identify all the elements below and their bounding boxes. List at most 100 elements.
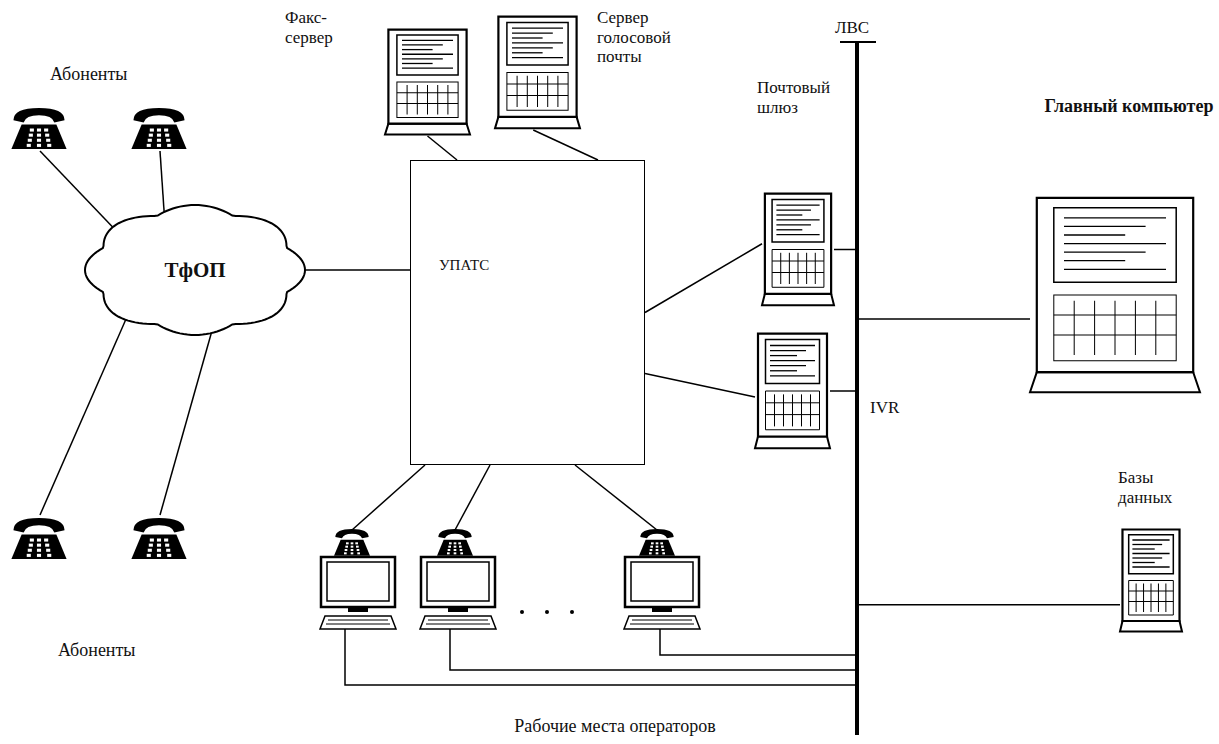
panel-line [776,209,811,210]
slot-line [1136,584,1137,613]
slot-line [1151,584,1152,613]
slot-line [427,85,428,114]
pbx-box: УПАТС [410,160,645,465]
tower-slots [772,250,824,288]
phone-icon [131,518,186,559]
panel-line [1064,217,1166,218]
caption-label: Рабочие места операторов [440,716,790,737]
slot-line [1074,301,1075,355]
server-tower [1030,195,1200,395]
ellipsis-dot [520,610,524,614]
panel-line [770,375,815,376]
slot-line [557,76,558,107]
node-heading: Сервер голосовой почты [597,8,697,67]
connector [859,318,1030,320]
slot-line [806,253,807,284]
wire [455,465,490,530]
phone-icon [11,108,66,149]
connector [305,269,410,271]
panel-line [770,370,797,371]
tower-slots [766,391,820,430]
caption-label: Абоненты [58,640,188,661]
monitor-icon [420,557,496,629]
panel-line [1064,269,1166,270]
ellipsis-dot [570,610,574,614]
connector [428,136,458,160]
panel-line [1132,557,1162,558]
tower-slots [1129,581,1174,616]
slot-line [1129,601,1174,602]
slot-line [766,402,820,403]
connector [859,604,1120,606]
tower-base [385,124,470,135]
panel-line [512,52,543,53]
phone-icon [11,518,66,559]
phone-icon [437,529,473,556]
panel-line [1064,251,1146,252]
phone-icon [639,529,675,556]
slot-line [783,394,784,426]
wire [352,465,425,530]
panel-line [776,219,819,220]
slot-line [1135,301,1136,355]
slot-line [517,76,518,107]
panel-line [770,365,806,366]
slot-line [1165,584,1166,613]
wire [345,629,857,685]
panel-line [1064,243,1166,244]
monitor-icon [624,557,700,629]
phone-icon [334,529,370,556]
panel-line [770,360,815,361]
panel-line [770,350,806,351]
tower-base [755,437,830,449]
slot-line [407,85,408,114]
tower-panel [1129,535,1174,574]
slot-line [772,261,824,262]
panel-line [402,49,433,50]
slot-line [397,92,458,93]
tower-slots [1054,295,1176,361]
slot-line [1115,301,1116,355]
panel-line [1132,539,1169,540]
server-tower [385,28,470,136]
panel-line [1064,234,1125,235]
tower-panel [507,22,568,65]
wire [450,629,857,670]
tower-panel [766,340,820,384]
slot-line [537,76,538,107]
panel-line [402,54,453,55]
node-heading: Факс-сервер [285,8,355,47]
slot-line [815,253,816,284]
server-tower [762,192,834,307]
label-slot: Рабочие места операторов [440,716,790,737]
phone-icon [131,108,186,149]
tower-base [1120,621,1182,632]
panel-line [512,47,553,48]
panel-line [402,63,433,64]
subscriber-phones [11,108,186,559]
node-heading: ЛВС [835,18,885,38]
tower-slots [397,82,458,117]
panel-line [1132,548,1154,549]
server-tower [755,332,830,450]
slot-line [397,103,458,104]
tower-body [1037,198,1193,372]
slot-line [417,85,418,114]
node-heading: Почтовый шлюз [757,78,849,117]
wire [160,320,215,515]
slot-line [507,95,568,96]
slot-line [801,394,802,426]
database-server: Базы данных [1120,528,1182,633]
slot-line [792,394,793,426]
panel-line [776,204,819,205]
node-heading: Базы данных [1118,468,1193,507]
slot-line [798,253,799,284]
slot-line [766,414,820,415]
label-slot: Абоненты [50,64,180,85]
voicemail-server: Сервер голосовой почты [495,15,580,130]
panel-line [1132,553,1169,554]
node-heading: Главный компьютер [1040,91,1218,122]
connector [834,249,855,251]
panel-line [512,32,553,33]
